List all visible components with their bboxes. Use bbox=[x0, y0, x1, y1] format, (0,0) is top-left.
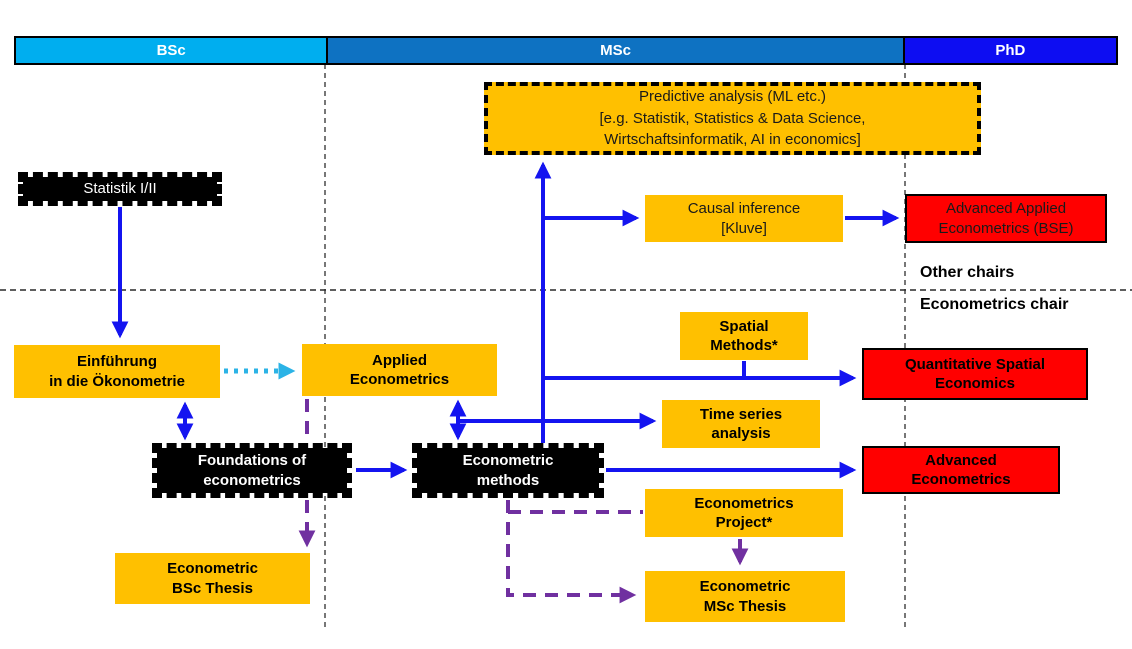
course-econometric-methods: Econometric methods bbox=[412, 443, 604, 498]
course-spatial-methods: Spatial Methods* bbox=[680, 312, 808, 360]
course-advanced-applied-econometrics: Advanced Applied Econometrics (BSE) bbox=[905, 194, 1107, 243]
degree-level-bar: BSc MSc PhD bbox=[14, 36, 1118, 65]
course-quantitative-spatial-economics: Quantitative Spatial Economics bbox=[862, 348, 1088, 400]
course-causal-inference: Causal inference [Kluve] bbox=[645, 195, 843, 242]
arrow-methods-to-msc-thesis bbox=[506, 500, 637, 604]
msc-segment: MSc bbox=[328, 38, 905, 63]
course-applied-econometrics: Applied Econometrics bbox=[302, 344, 497, 396]
other-chairs-label: Other chairs bbox=[920, 264, 1015, 281]
phd-label: PhD bbox=[995, 42, 1026, 59]
course-econometric-msc-thesis: Econometric MSc Thesis bbox=[645, 571, 845, 622]
econometrics-chair-label: Econometrics chair bbox=[920, 296, 1069, 313]
course-econometrics-project: Econometrics Project* bbox=[645, 489, 843, 537]
course-time-series-analysis: Time series analysis bbox=[662, 400, 820, 448]
course-econometric-bsc-thesis: Econometric BSc Thesis bbox=[115, 553, 310, 604]
msc-label: MSc bbox=[600, 42, 631, 59]
bsc-segment: BSc bbox=[16, 38, 329, 63]
course-einfuehrung-oekonometrie: Einführung in die Ökonometrie bbox=[14, 345, 220, 398]
course-advanced-econometrics: Advanced Econometrics bbox=[862, 446, 1060, 494]
phd-segment: PhD bbox=[904, 38, 1116, 63]
course-statistik: Statistik I/II bbox=[18, 172, 222, 206]
bsc-label: BSc bbox=[156, 42, 186, 59]
course-predictive-analysis: Predictive analysis (ML etc.) [e.g. Stat… bbox=[484, 82, 981, 155]
course-foundations-econometrics: Foundations of econometrics bbox=[152, 443, 352, 498]
